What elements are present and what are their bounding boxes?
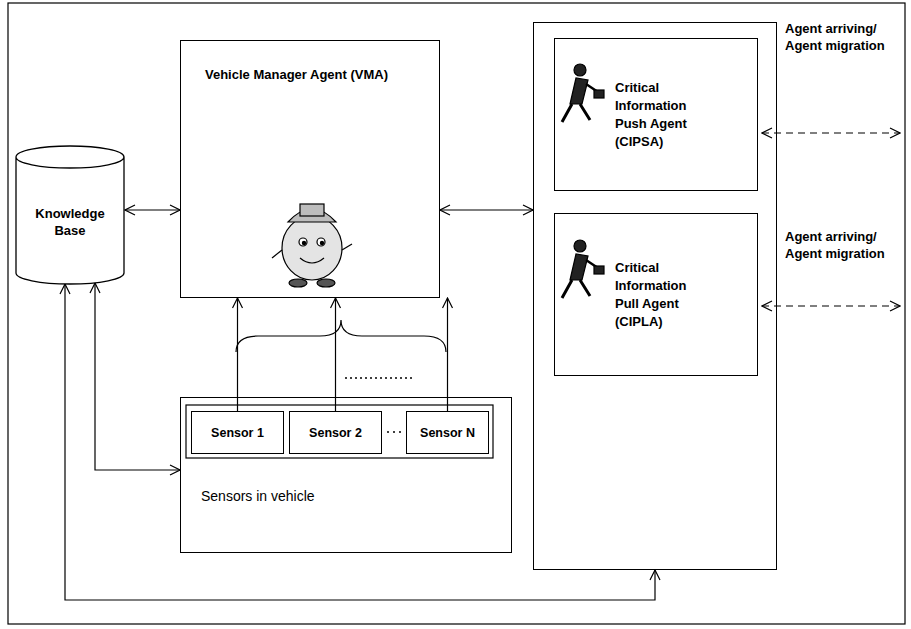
- mobile-agent-container: Critical Information Push Agent (CIPSA) C…: [533, 22, 777, 570]
- node-label: Critical Information Pull Agent (CIPLA): [615, 259, 711, 331]
- migration-arrow: [762, 305, 900, 306]
- connector-arrow: [447, 298, 448, 411]
- sensor-box: Sensor 2: [289, 411, 382, 454]
- sensor-box: Sensor 1: [191, 411, 284, 454]
- database-cylinder: Knowledge Base: [15, 145, 125, 285]
- node-label: Critical Information Push Agent (CIPSA): [615, 79, 711, 151]
- connector-arrow: [125, 209, 180, 210]
- node-label: Sensor 1: [211, 426, 264, 440]
- page-frame: [8, 3, 905, 624]
- migration-label: Agent arriving/ Agent migration: [785, 228, 903, 262]
- connector-arrow: [237, 298, 238, 411]
- vma-cartoon: [272, 204, 352, 287]
- sensor-group-frame: [186, 405, 493, 458]
- node-label: Sensor 2: [309, 426, 362, 440]
- dotted-more-sensors: [345, 377, 412, 378]
- sensor-ellipsis: [387, 431, 401, 433]
- connector-arrow: [335, 298, 336, 411]
- node-label: Sensor N: [420, 426, 475, 440]
- connector-arrow: [65, 284, 655, 600]
- node-label: Sensors in vehicle: [201, 488, 501, 504]
- mobile-agent-box: Critical Information Pull Agent (CIPLA): [554, 213, 758, 376]
- agent-figure: [562, 64, 604, 122]
- connector-arrow: [440, 209, 533, 210]
- connector-arrow: [95, 283, 180, 470]
- sensor-box: Sensor N: [406, 411, 489, 454]
- migration-arrow: [762, 132, 900, 133]
- agent-box: Vehicle Manager Agent (VMA): [180, 40, 440, 298]
- node-label: Vehicle Manager Agent (VMA): [205, 67, 427, 82]
- merge-bracket: [236, 320, 446, 352]
- cylinder-outline: [16, 146, 124, 284]
- sensor-group-box: Sensors in vehicle Sensor 1 Sensor 2 Sensor…: [180, 397, 512, 553]
- mobile-agent-box: Critical Information Push Agent (CIPSA): [554, 38, 758, 191]
- node-label: Knowledge Base: [21, 205, 119, 239]
- migration-label: Agent arriving/ Agent migration: [785, 20, 903, 54]
- agent-figure: [562, 240, 604, 298]
